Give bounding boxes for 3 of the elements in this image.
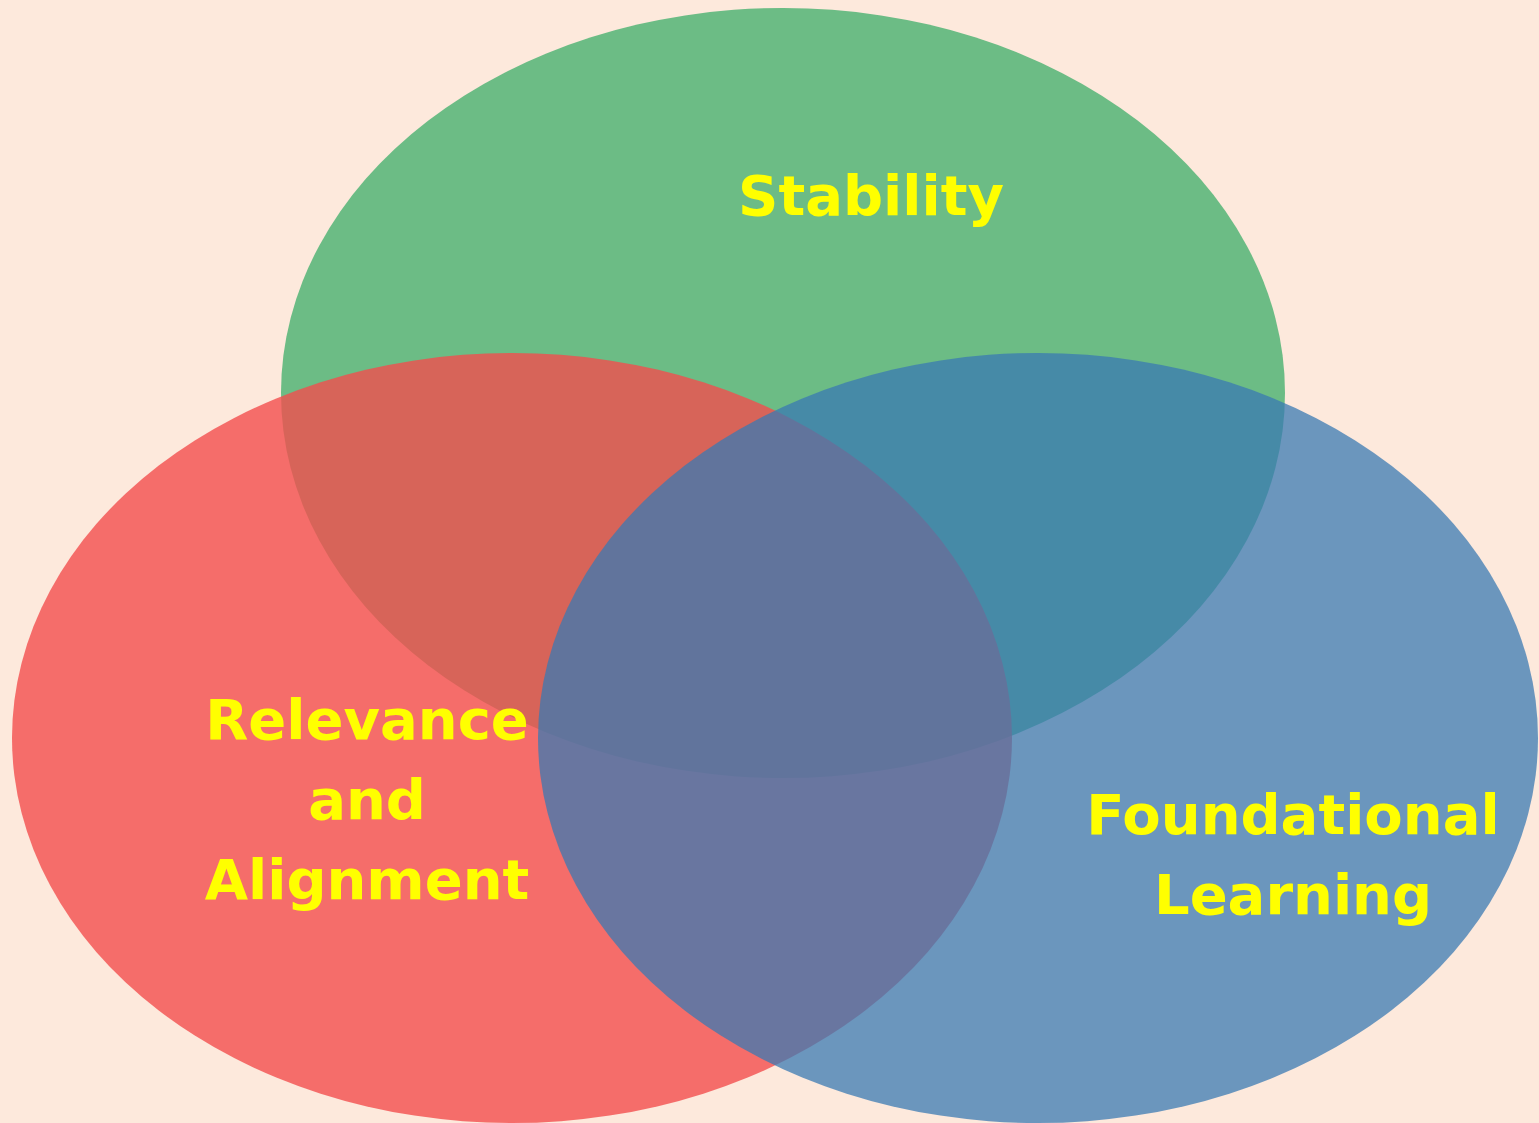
set-label: Relevance and Alignment (203, 686, 531, 914)
set-label: Stability (737, 162, 1005, 230)
set-label: Foundational Learning (1085, 781, 1501, 929)
